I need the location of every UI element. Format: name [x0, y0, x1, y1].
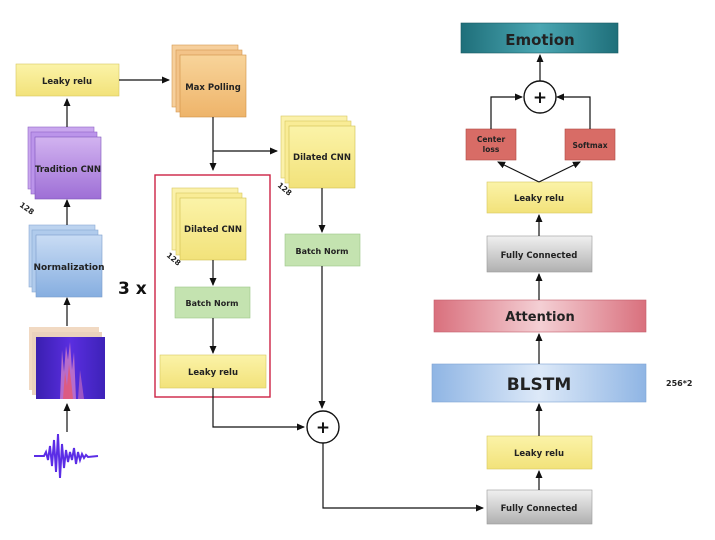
leaky-relu-right-bottom: Leaky relu: [486, 435, 593, 470]
center-loss-block: Center loss: [465, 128, 517, 161]
batch-norm-outer-label: Batch Norm: [295, 247, 348, 256]
repeat-label: 3 x: [118, 279, 147, 299]
softmax-label: Softmax: [572, 141, 607, 150]
leaky-relu-right-top-label: Leaky relu: [514, 194, 564, 204]
dilated-cnn-inner-block: Dilated CNN 128: [165, 187, 247, 268]
blstm-label: BLSTM: [507, 375, 572, 395]
emotion-output: Emotion: [460, 22, 619, 54]
blstm-block: BLSTM 256*2: [431, 363, 692, 403]
attention-block: Attention: [433, 299, 647, 333]
blstm-dim: 256*2: [666, 379, 692, 388]
dilated-cnn-inner-label: Dilated CNN: [184, 225, 242, 235]
spectrogram-image: [29, 327, 105, 399]
fully-connected-top: Fully Connected: [486, 235, 593, 273]
leaky-relu-inner-label: Leaky relu: [188, 368, 238, 378]
batch-norm-inner: Batch Norm: [174, 286, 251, 319]
center-loss-label-line1: Center: [477, 135, 506, 144]
max-pooling-block: Max Polling: [171, 44, 247, 118]
emotion-label: Emotion: [505, 31, 574, 49]
normalization-label: Normalization: [33, 263, 104, 273]
fully-connected-bottom: Fully Connected: [486, 489, 593, 525]
sum-node-middle-symbol: +: [316, 418, 330, 438]
tradition-cnn-label: Tradition CNN: [35, 165, 101, 175]
leaky-relu-right-top: Leaky relu: [486, 181, 593, 214]
max-pooling-label: Max Polling: [185, 83, 241, 93]
dilated-cnn-outer-label: Dilated CNN: [293, 153, 351, 163]
batch-norm-outer: Batch Norm: [284, 233, 361, 267]
leaky-relu-inner: Leaky relu: [159, 354, 267, 389]
sum-node-middle: +: [306, 410, 340, 444]
dilated-cnn-outer-block: Dilated CNN 128: [276, 115, 356, 198]
sum-node-top: +: [523, 80, 557, 114]
fully-connected-bottom-label: Fully Connected: [501, 504, 578, 514]
center-loss-label-line2: loss: [483, 145, 500, 154]
sum-node-top-symbol: +: [533, 88, 547, 108]
attention-label: Attention: [505, 310, 574, 325]
waveform-icon: [34, 433, 99, 479]
tradition-cnn-block: Tradition CNN 128: [18, 126, 102, 217]
softmax-block: Softmax: [564, 128, 616, 161]
tradition-cnn-dim: 128: [18, 200, 36, 216]
normalization-block: Normalization: [28, 224, 105, 298]
leaky-relu-left: Leaky relu: [15, 63, 120, 97]
leaky-relu-left-label: Leaky relu: [42, 77, 92, 87]
fully-connected-top-label: Fully Connected: [501, 251, 578, 261]
leaky-relu-right-bottom-label: Leaky relu: [514, 449, 564, 459]
batch-norm-inner-label: Batch Norm: [185, 299, 238, 308]
